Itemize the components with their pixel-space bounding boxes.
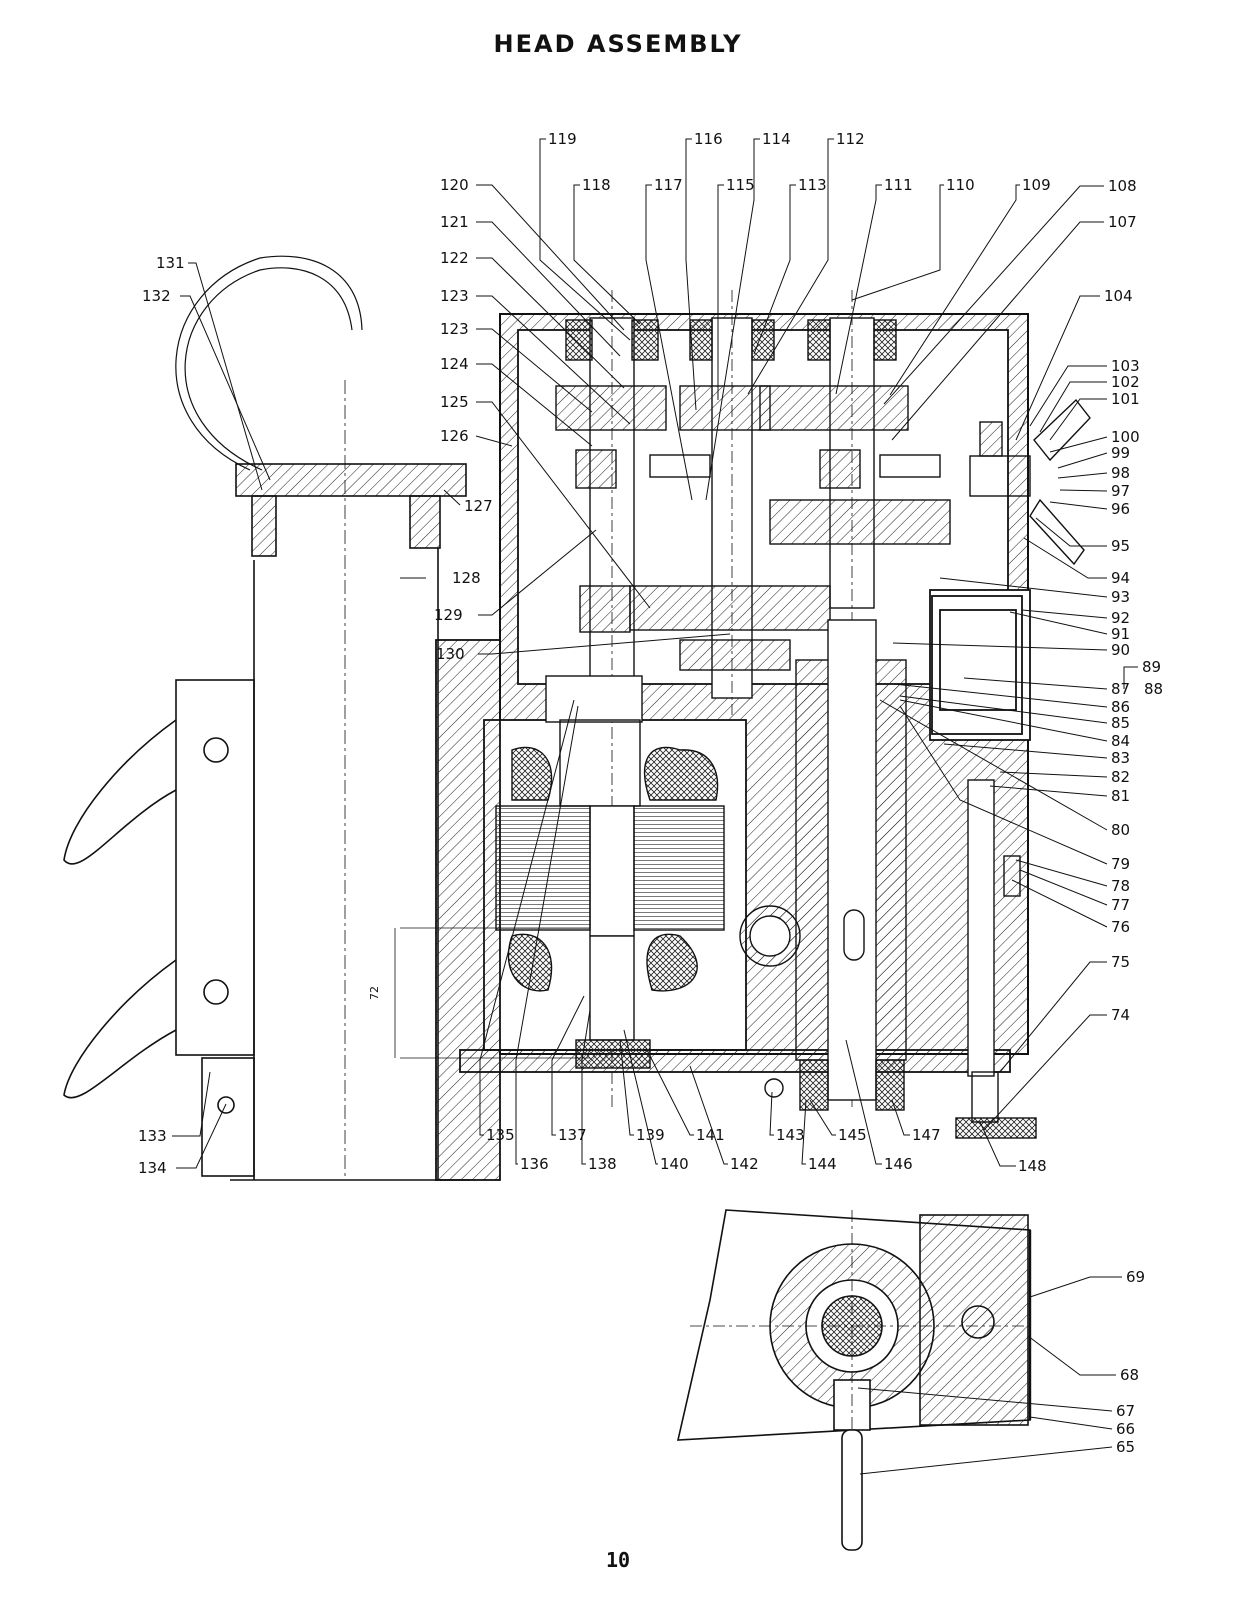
callout-83: 83 [1111, 749, 1130, 767]
callout-134: 134 [138, 1159, 167, 1177]
callout-121: 121 [440, 213, 469, 231]
callout-140: 140 [660, 1155, 689, 1173]
callout-122: 122 [440, 249, 469, 267]
callout-88: 88 [1144, 680, 1163, 698]
callout-112: 112 [836, 130, 865, 148]
callout-87: 87 [1111, 680, 1130, 698]
callout-66: 66 [1116, 1420, 1135, 1438]
callout-138: 138 [588, 1155, 617, 1173]
callout-77: 77 [1111, 896, 1130, 914]
callout-120: 120 [440, 176, 469, 194]
callout-123-a: 123 [440, 287, 469, 305]
motor: 72 [368, 675, 725, 1069]
callout-109: 109 [1022, 176, 1051, 194]
callout-84: 84 [1111, 732, 1130, 750]
callout-148: 148 [1018, 1157, 1047, 1175]
callout-79: 79 [1111, 855, 1130, 873]
callout-90: 90 [1111, 641, 1130, 659]
gear-train [555, 290, 951, 1110]
callout-101: 101 [1111, 390, 1140, 408]
callout-93: 93 [1111, 588, 1130, 606]
column-assembly [63, 255, 470, 1181]
callout-68: 68 [1120, 1366, 1139, 1384]
callout-114: 114 [762, 130, 791, 148]
callout-89: 89 [1142, 658, 1161, 676]
callout-127: 127 [464, 497, 493, 515]
callout-125: 125 [440, 393, 469, 411]
callout-124: 124 [440, 355, 469, 373]
callout-143: 143 [776, 1126, 805, 1144]
callout-141: 141 [696, 1126, 725, 1144]
callout-74: 74 [1111, 1006, 1130, 1024]
callout-80: 80 [1111, 821, 1130, 839]
callout-86: 86 [1111, 698, 1130, 716]
callout-130: 130 [436, 645, 465, 663]
callout-139: 139 [636, 1126, 665, 1144]
callout-labels: 65 66 67 68 69 74 75 76 77 78 79 80 81 8… [138, 130, 1163, 1456]
callout-145: 145 [838, 1126, 867, 1144]
callout-104: 104 [1104, 287, 1133, 305]
callout-75: 75 [1111, 953, 1130, 971]
callout-113: 113 [798, 176, 827, 194]
callout-111: 111 [884, 176, 913, 194]
dimension-label: 72 [368, 986, 381, 1000]
callout-115: 115 [726, 176, 755, 194]
callout-81: 81 [1111, 787, 1130, 805]
callout-102: 102 [1111, 373, 1140, 391]
callout-97: 97 [1111, 482, 1130, 500]
callout-118: 118 [582, 176, 611, 194]
callout-128: 128 [452, 569, 481, 587]
callout-131: 131 [156, 254, 185, 272]
callout-116: 116 [694, 130, 723, 148]
callout-91: 91 [1111, 625, 1130, 643]
callout-110: 110 [946, 176, 975, 194]
callout-137: 137 [558, 1126, 587, 1144]
callout-95: 95 [1111, 537, 1130, 555]
callout-98: 98 [1111, 464, 1130, 482]
callout-65: 65 [1116, 1438, 1135, 1456]
callout-67: 67 [1116, 1402, 1135, 1420]
callout-103: 103 [1111, 357, 1140, 375]
callout-107: 107 [1108, 213, 1137, 231]
callout-135: 135 [486, 1126, 515, 1144]
callout-94: 94 [1111, 569, 1130, 587]
callout-126: 126 [440, 427, 469, 445]
callout-92: 92 [1111, 609, 1130, 627]
callout-78: 78 [1111, 877, 1130, 895]
callout-99: 99 [1111, 444, 1130, 462]
feed-lever [969, 398, 1091, 566]
callout-133: 133 [138, 1127, 167, 1145]
callout-142: 142 [730, 1155, 759, 1173]
page-title: HEAD ASSEMBLY [493, 30, 743, 58]
callout-82: 82 [1111, 768, 1130, 786]
callout-96: 96 [1111, 500, 1130, 518]
page-number: 10 [605, 1548, 631, 1572]
callout-146: 146 [884, 1155, 913, 1173]
callout-136: 136 [520, 1155, 549, 1173]
callout-129: 129 [434, 606, 463, 624]
callout-100: 100 [1111, 428, 1140, 446]
callout-69: 69 [1126, 1268, 1145, 1286]
detail-view [676, 1209, 1032, 1551]
callout-147: 147 [912, 1126, 941, 1144]
callout-144: 144 [808, 1155, 837, 1173]
callout-132: 132 [142, 287, 171, 305]
callout-108: 108 [1108, 177, 1137, 195]
callout-123-b: 123 [440, 320, 469, 338]
callout-119: 119 [548, 130, 577, 148]
quill [739, 619, 1037, 1139]
callout-117: 117 [654, 176, 683, 194]
callout-85: 85 [1111, 714, 1130, 732]
leader-lines [172, 138, 1138, 1475]
callout-76: 76 [1111, 918, 1130, 936]
